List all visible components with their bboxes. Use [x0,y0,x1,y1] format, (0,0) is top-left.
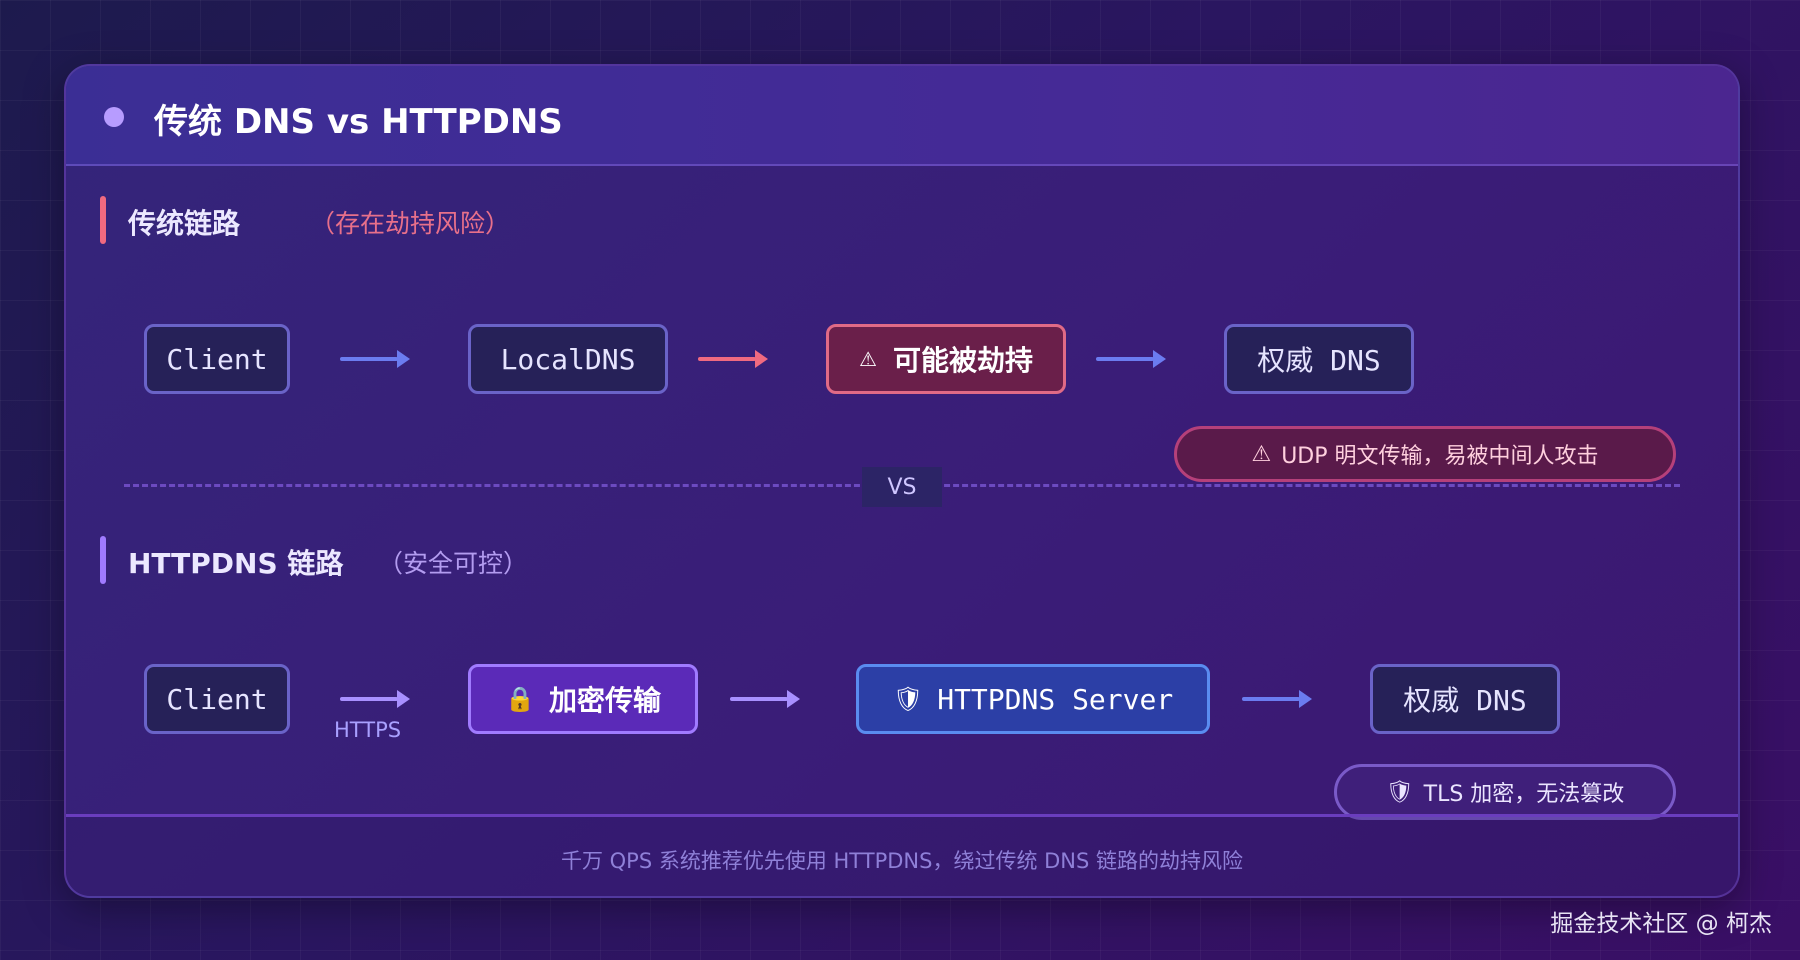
httpdns-section-title: HTTPDNS 链路 [128,547,344,580]
tls-note-text: TLS 加密，无法篡改 [1423,782,1625,807]
udp-warning-text: UDP 明文传输，易被中间人攻击 [1281,444,1599,469]
hijack-label: 可能被劫持 [892,344,1033,377]
httpdns-section-bar [100,536,106,584]
page-title: 传统 DNS vs HTTPDNS [154,102,563,142]
shield-icon: 🛡 [1385,779,1414,805]
httpdns-client-node: Client [144,664,290,734]
encrypted-transfer-label: 加密传输 [548,684,661,717]
httpdns-arrow-2 [730,690,800,708]
footer-text: 千万 QPS 系统推荐优先使用 HTTPDNS，绕过传统 DNS 链路的劫持风险 [560,849,1244,873]
local-dns-label: LocalDNS [500,342,636,376]
httpdns-server-label: HTTPDNS Server [937,682,1174,716]
traditional-arrow-1 [340,350,410,368]
traditional-client-label: Client [166,342,268,376]
httpdns-auth-dns-node: 权威 DNS [1370,664,1560,734]
card-footer: 千万 QPS 系统推荐优先使用 HTTPDNS，绕过传统 DNS 链路的劫持风险 [66,814,1738,896]
traditional-arrow-3 [1096,350,1166,368]
card-header: 传统 DNS vs HTTPDNS [66,66,1738,166]
httpdns-section-note: （安全可控） [378,549,529,578]
hijack-node: ⚠ 可能被劫持 [826,324,1066,394]
https-arrow-label: HTTPS [334,718,402,742]
header-dot-icon [104,107,124,127]
encrypted-transfer-node: 🔒 加密传输 [468,664,698,734]
traditional-client-node: Client [144,324,290,394]
traditional-section-bar [100,196,106,244]
tls-note-pill: 🛡 TLS 加密，无法篡改 [1334,764,1676,820]
watermark: 掘金技术社区 @ 柯杰 [1550,911,1772,937]
traditional-section-title: 传统链路 [128,207,241,240]
lock-icon: 🔒 [505,685,535,713]
warning-icon: ⚠ [859,347,877,371]
traditional-section-note: （存在劫持风险） [310,209,511,238]
warning-icon: ⚠ [1251,441,1272,467]
traditional-auth-dns-node: 权威 DNS [1224,324,1414,394]
local-dns-node: LocalDNS [468,324,668,394]
httpdns-server-node: 🛡 HTTPDNS Server [856,664,1210,734]
httpdns-arrow-3 [1242,690,1312,708]
httpdns-arrow-1 [340,690,410,708]
traditional-auth-dns-label: 权威 DNS [1257,344,1381,377]
vs-label: VS [862,467,942,507]
shield-icon: 🛡 [892,685,924,713]
traditional-arrow-2 [698,350,768,368]
comparison-card: 传统 DNS vs HTTPDNS 传统链路 （存在劫持风险） Client L… [64,64,1740,898]
udp-warning-pill: ⚠ UDP 明文传输，易被中间人攻击 [1174,426,1676,482]
httpdns-auth-dns-label: 权威 DNS [1403,684,1527,717]
httpdns-client-label: Client [166,682,268,716]
